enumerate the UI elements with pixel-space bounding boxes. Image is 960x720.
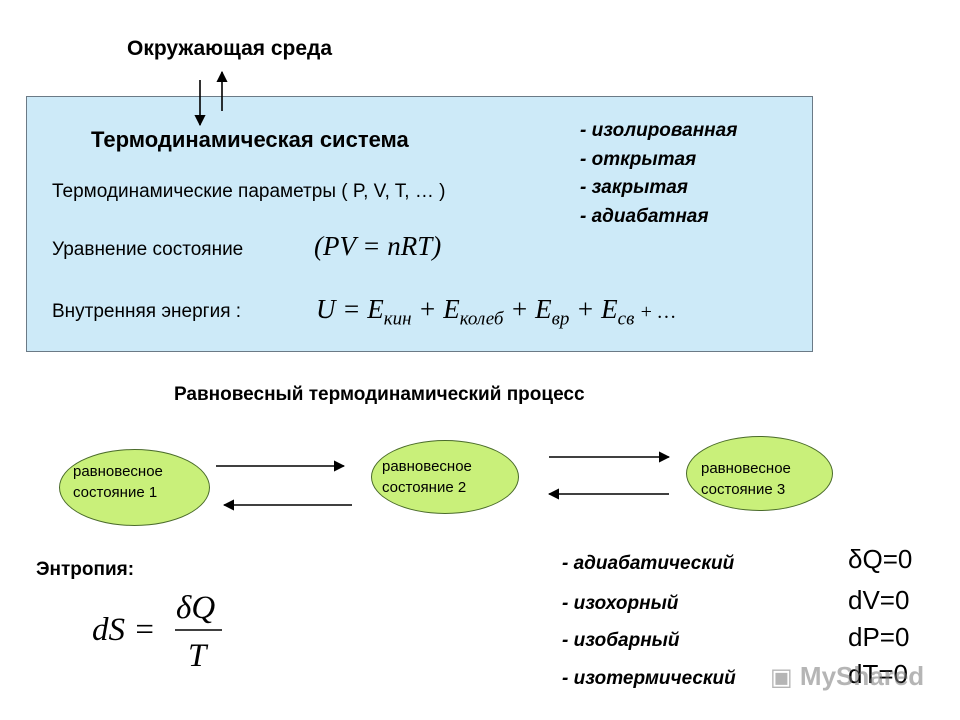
state-3-num: 3 bbox=[776, 481, 786, 498]
state-1-line1: равновесное bbox=[73, 463, 163, 480]
watermark-icon: ▣ bbox=[770, 664, 793, 691]
process-name-adiabatic: - адиабатический bbox=[562, 553, 735, 574]
entropy-lhs: dS = bbox=[92, 612, 156, 648]
energy-plus-4: + E bbox=[569, 294, 618, 324]
process-name-isobaric: - изобарный bbox=[562, 630, 680, 651]
process-name-isothermal: - изотермический bbox=[562, 668, 736, 689]
energy-sub-vr: вр bbox=[551, 308, 570, 330]
system-types-list: - изолированная - открытая - закрытая - … bbox=[580, 117, 737, 231]
system-type-adiabatic: - адиабатная bbox=[580, 205, 709, 227]
state-1-num: 1 bbox=[148, 484, 158, 501]
state-1-ellipse bbox=[59, 449, 210, 526]
state-equation-formula: (PV = nRT) bbox=[314, 231, 442, 261]
entropy-numerator: δQ bbox=[176, 590, 216, 626]
process-cond-isobaric: dP=0 bbox=[848, 622, 910, 652]
state-2-line2: состояние 2 bbox=[382, 479, 467, 496]
energy-sub-koleb: колеб bbox=[459, 308, 504, 330]
watermark-text: MyShared bbox=[799, 661, 925, 691]
state-3-line1: равновесное bbox=[701, 460, 791, 477]
process-cond-isothermal: dT=0 bbox=[848, 659, 908, 689]
energy-plus-3: + E bbox=[503, 294, 552, 324]
state-equation-label: Уравнение состояние bbox=[52, 239, 244, 260]
state-3-line2: состояние 3 bbox=[701, 481, 786, 498]
entropy-label: Энтропия: bbox=[36, 559, 135, 580]
environment-title: Окружающая среда bbox=[127, 37, 333, 60]
system-type-closed: - закрытая bbox=[580, 177, 688, 199]
process-cond-adiabatic: δQ=0 bbox=[848, 544, 913, 574]
entropy-denominator: T bbox=[188, 638, 207, 674]
system-type-open: - открытая bbox=[580, 148, 697, 170]
energy-tail: + … bbox=[634, 301, 676, 323]
state-1-line2: состояние 1 bbox=[73, 484, 158, 501]
state-2-num: 2 bbox=[457, 479, 467, 496]
energy-sub-sv: св bbox=[617, 308, 635, 330]
process-name-isochoric: - изохорный bbox=[562, 593, 679, 614]
energy-plus-2: + E bbox=[411, 294, 460, 324]
state-2-ellipse bbox=[371, 440, 519, 514]
system-title: Термодинамическая система bbox=[91, 127, 409, 152]
state-3-text: равновесное состояние 3 bbox=[701, 458, 791, 500]
process-cond-isochoric: dV=0 bbox=[848, 585, 910, 615]
state-2-text: равновесное состояние 2 bbox=[382, 456, 472, 498]
state-1-text: равновесное состояние 1 bbox=[73, 461, 163, 503]
system-box bbox=[26, 96, 813, 352]
process-title: Равновесный термодинамический процесс bbox=[174, 384, 585, 405]
state-2-line1: равновесное bbox=[382, 458, 472, 475]
params-label: Термодинамические параметры ( P, V, T, …… bbox=[52, 181, 446, 202]
energy-sub-kin: кин bbox=[383, 308, 412, 330]
watermark: ▣ MyShared bbox=[770, 661, 924, 692]
energy-lhs: U = E bbox=[316, 294, 384, 324]
state-3-ellipse bbox=[686, 436, 833, 511]
system-type-isolated: - изолированная bbox=[580, 120, 738, 141]
energy-formula: U = Eкин + Eколеб + Eвр + Eсв + … bbox=[316, 294, 676, 330]
energy-label: Внутренняя энергия : bbox=[52, 301, 242, 322]
